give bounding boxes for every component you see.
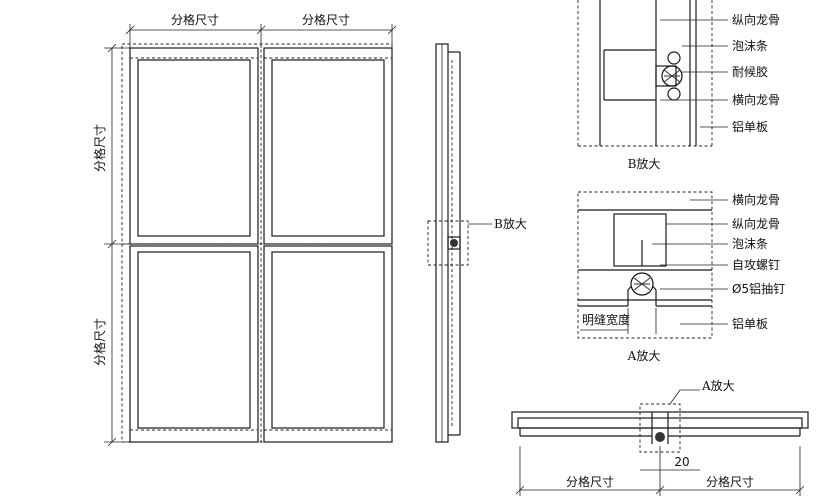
dim-label-side-top: 分格尺寸 <box>92 124 107 172</box>
detail-a-label-5: 铝单板 <box>732 316 768 331</box>
elevation-view: 分格尺寸 分格尺寸 分格尺寸 分格尺寸 <box>92 12 397 447</box>
plan-section: A放大 20 分格尺寸 分格尺寸 <box>511 378 809 496</box>
detail-a-gap-label: 明缝宽度 <box>582 312 630 327</box>
detail-b-label-4: 铝单板 <box>732 119 768 134</box>
callout-a: A放大 <box>701 378 735 393</box>
vertical-section-view: B放大 <box>427 43 527 443</box>
dim-20: 20 <box>674 455 689 469</box>
detail-a: 明缝宽度 横向龙骨 纵向龙骨 泡沫条 自攻螺钉 Ø5铝抽钉 铝单板 A放大 <box>577 191 785 363</box>
detail-b-caption: B放大 <box>628 156 661 171</box>
dim-label-bottom-left: 分格尺寸 <box>566 474 614 489</box>
dim-label-top-right: 分格尺寸 <box>302 12 350 27</box>
detail-b-label-3: 横向龙骨 <box>732 92 780 107</box>
detail-b: 纵向龙骨 泡沫条 耐候胶 横向龙骨 铝单板 B放大 <box>577 0 780 171</box>
callout-b: B放大 <box>494 216 527 231</box>
detail-a-label-1: 纵向龙骨 <box>732 216 780 231</box>
detail-a-label-4: Ø5铝抽钉 <box>732 281 785 296</box>
detail-a-label-3: 自攻螺钉 <box>732 258 780 272</box>
detail-b-label-0: 纵向龙骨 <box>732 12 780 27</box>
dim-label-top-left: 分格尺寸 <box>171 12 219 27</box>
detail-a-label-2: 泡沫条 <box>732 237 768 251</box>
detail-b-label-2: 耐候胶 <box>732 64 768 79</box>
dim-label-side-bottom: 分格尺寸 <box>92 318 107 366</box>
detail-a-caption: A放大 <box>627 348 661 363</box>
detail-a-label-0: 横向龙骨 <box>732 192 780 207</box>
dim-label-bottom-right: 分格尺寸 <box>706 474 754 489</box>
detail-b-label-1: 泡沫条 <box>732 39 768 53</box>
